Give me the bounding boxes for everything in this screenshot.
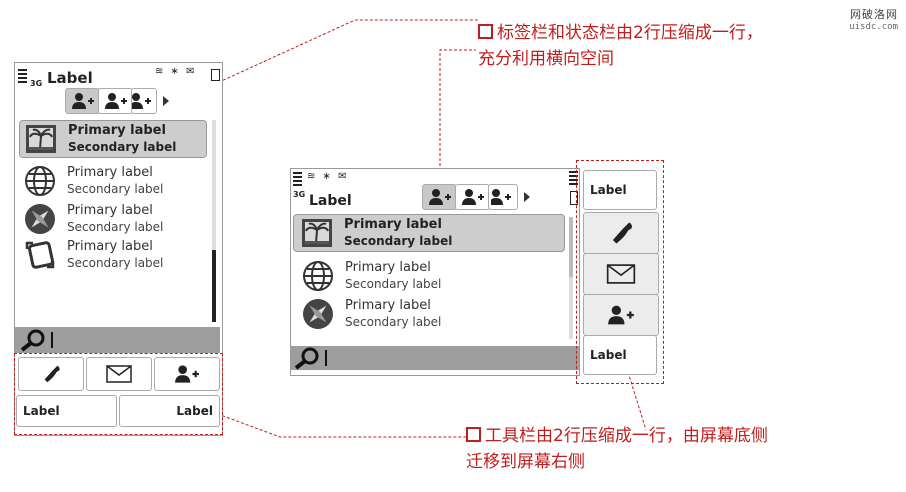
text-cursor — [325, 350, 327, 366]
add-contact-icon — [104, 93, 127, 109]
signal-strength-icon — [18, 69, 27, 83]
toolbar-highlight — [576, 160, 664, 384]
tab-add-contact-3[interactable] — [488, 184, 518, 210]
add-contact-button[interactable] — [583, 294, 659, 336]
watermark-en: uisdc.com — [849, 22, 898, 32]
envelope-icon — [606, 264, 636, 284]
title-label: Label — [47, 69, 93, 87]
annotation-top-line2: 充分利用横向空间 — [478, 49, 614, 69]
secondary-label: Secondary label — [67, 256, 164, 270]
signal-strength-icon-right — [569, 171, 578, 185]
secondary-label: Secondary label — [68, 140, 177, 154]
compass-icon — [23, 202, 57, 236]
add-contact-icon — [175, 365, 199, 383]
primary-label: Primary label — [344, 217, 442, 232]
toolbar-label-left-button[interactable]: Label — [16, 395, 117, 427]
tab-scroll-right-icon[interactable] — [524, 192, 530, 202]
watermark-cn: 网破洛网 — [850, 8, 898, 21]
message-button[interactable] — [583, 253, 659, 295]
call-button[interactable] — [18, 357, 84, 391]
primary-label: Primary label — [345, 298, 431, 313]
bullet-square-icon — [466, 427, 481, 442]
message-button[interactable] — [86, 357, 152, 391]
rotate-device-icon — [23, 238, 57, 272]
toolbar-highlight — [14, 353, 223, 435]
tab-bar — [65, 88, 169, 114]
network-type: 3G — [293, 190, 306, 199]
tab-add-contact-3[interactable] — [131, 88, 157, 114]
scrollbar[interactable] — [569, 217, 573, 339]
primary-label: Primary label — [67, 239, 153, 254]
tab-add-contact-1[interactable] — [422, 184, 457, 210]
search-bar[interactable] — [15, 327, 220, 353]
globe-icon — [23, 164, 57, 198]
primary-label: Primary label — [67, 165, 153, 180]
toolbar-label: Label — [590, 183, 627, 197]
scrollbar[interactable] — [212, 120, 216, 322]
add-contact-icon — [461, 189, 484, 205]
status-icons: ≋ ∗ ✉ — [307, 171, 349, 182]
secondary-label: Secondary label — [345, 277, 442, 291]
add-contact-icon — [608, 305, 634, 325]
add-contact-icon — [428, 189, 451, 205]
search-icon — [294, 347, 319, 370]
tab-bar — [422, 184, 530, 210]
signal-strength-icon — [293, 172, 302, 186]
tab-scroll-right-icon[interactable] — [163, 96, 169, 106]
network-type: 3G — [30, 79, 43, 88]
toolbar-label-right-button[interactable]: Label — [119, 395, 220, 427]
compass-icon — [301, 297, 335, 331]
palm-tree-icon — [24, 122, 58, 156]
battery-icon — [211, 69, 220, 81]
toolbar-label: Label — [590, 348, 627, 362]
annotation-bottom: 工具栏由2行压缩成一行，由屏幕底侧 迁移到屏幕右侧 — [466, 423, 768, 475]
annotation-bottom-line2: 迁移到屏幕右侧 — [466, 452, 585, 472]
palm-tree-icon — [300, 216, 334, 250]
secondary-label: Secondary label — [67, 182, 164, 196]
primary-label: Primary label — [345, 260, 431, 275]
primary-label: Primary label — [67, 203, 153, 218]
phone-icon — [612, 222, 632, 244]
toolbar-label-bottom-button[interactable]: Label — [583, 335, 657, 375]
annotation-bottom-line1: 工具栏由2行压缩成一行，由屏幕底侧 — [485, 426, 768, 446]
tab-add-contact-2[interactable] — [455, 184, 490, 210]
secondary-label: Secondary label — [344, 234, 453, 248]
add-contact-icon — [491, 189, 511, 205]
bullet-square-icon — [478, 24, 493, 39]
toolbar-label-top-button[interactable]: Label — [583, 170, 657, 210]
search-bar[interactable] — [291, 346, 579, 370]
add-contact-icon — [132, 93, 151, 109]
add-contact-button[interactable] — [154, 357, 220, 391]
add-contact-icon — [71, 93, 94, 109]
secondary-label: Secondary label — [345, 315, 442, 329]
text-cursor — [51, 332, 53, 348]
primary-label: Primary label — [68, 123, 166, 138]
phone-icon — [44, 365, 60, 383]
search-icon — [20, 329, 45, 352]
battery-icon — [570, 191, 578, 205]
toolbar-label: Label — [176, 404, 213, 418]
tab-add-contact-2[interactable] — [98, 88, 133, 114]
status-icons: ≋ ∗ ✉ — [155, 66, 197, 77]
globe-icon — [301, 259, 335, 293]
tab-add-contact-1[interactable] — [65, 88, 100, 114]
annotation-top: 标签栏和状态栏由2行压缩成一行， 充分利用横向空间 — [478, 20, 763, 72]
envelope-icon — [106, 365, 132, 383]
title-label: Label — [309, 193, 352, 209]
secondary-label: Secondary label — [67, 220, 164, 234]
annotation-top-line1: 标签栏和状态栏由2行压缩成一行， — [497, 23, 763, 43]
scrollbar-thumb[interactable] — [569, 217, 573, 277]
toolbar-label: Label — [23, 404, 60, 418]
watermark: 网破洛网 uisdc.com — [849, 6, 898, 32]
scrollbar-thumb[interactable] — [212, 250, 216, 322]
